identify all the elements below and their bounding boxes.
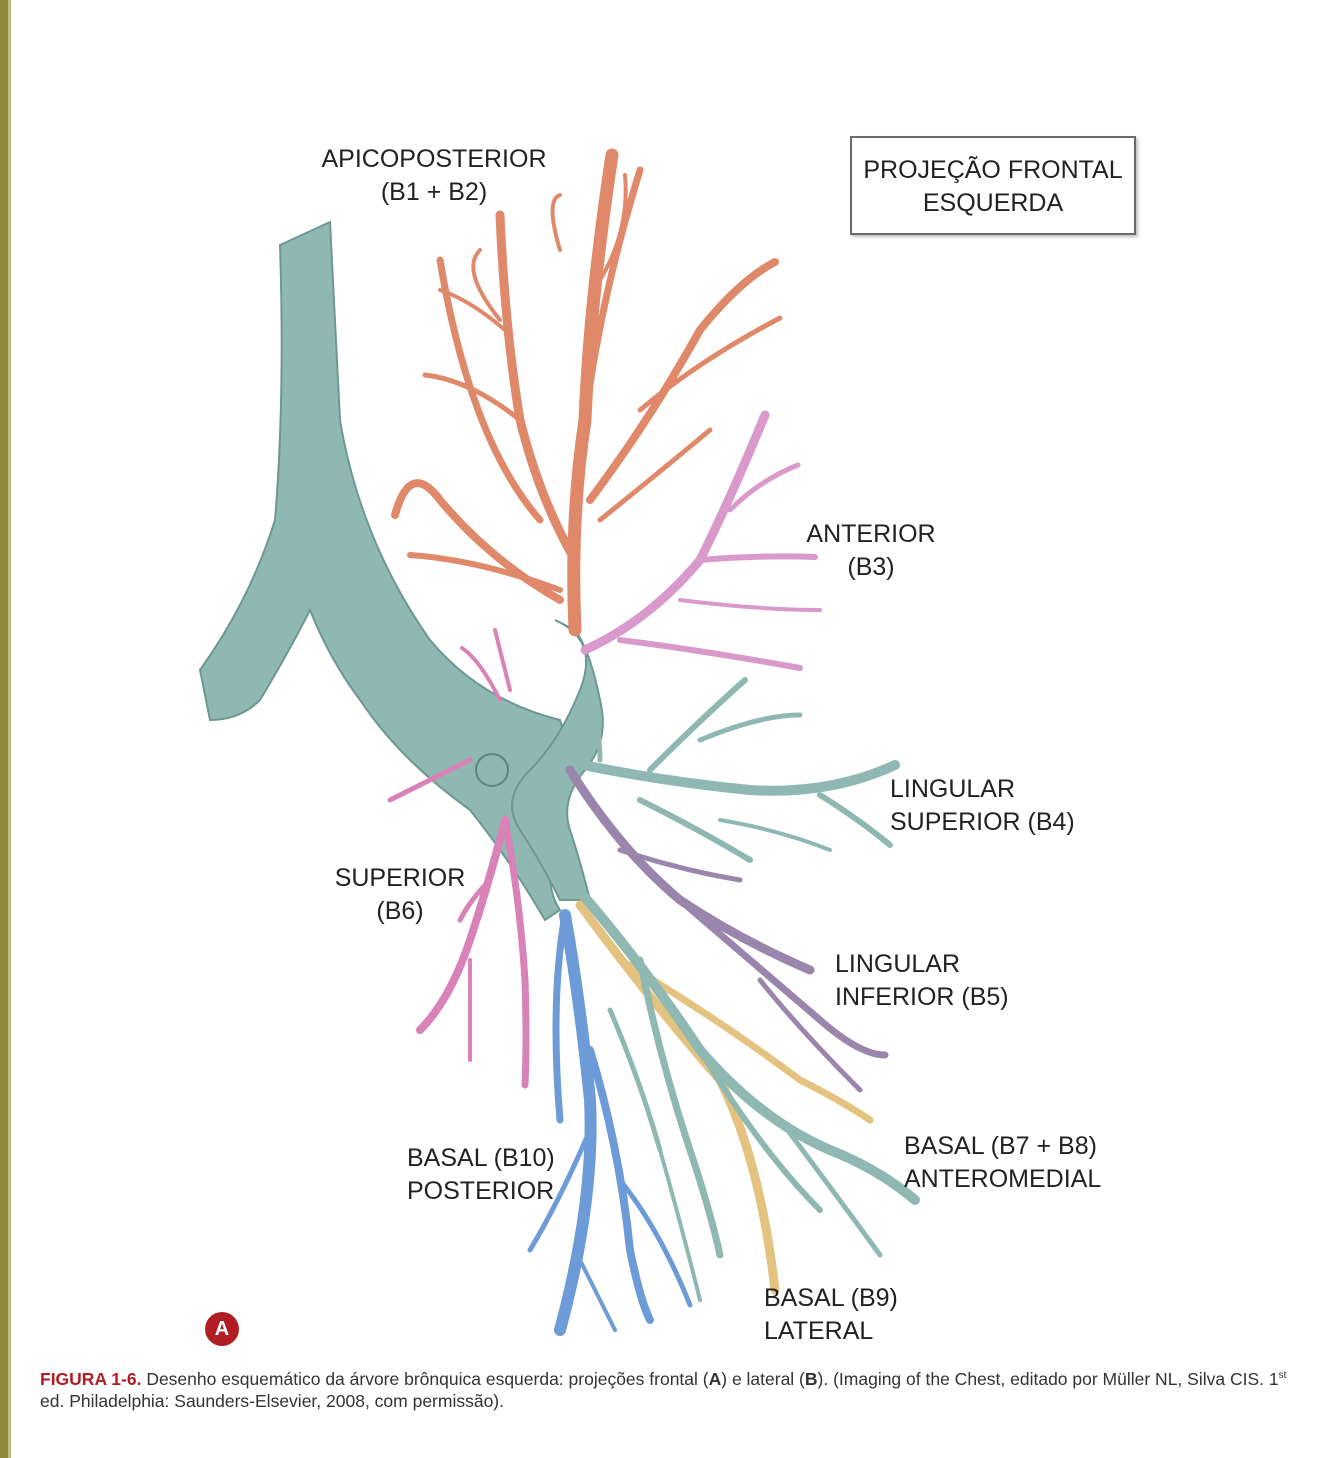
label-anterior-line2: (B3) <box>847 553 895 581</box>
label-basal-lateral: BASAL (B9) LATERAL <box>764 1282 898 1348</box>
label-superior-line1: SUPERIOR <box>334 864 466 892</box>
figure-caption: FIGURA 1-6. Desenho esquemático da árvor… <box>40 1368 1300 1412</box>
projection-title-line2: ESQUERDA <box>922 189 1064 217</box>
page-edge-bar <box>0 0 8 1458</box>
caption-figure-label: FIGURA 1-6. <box>40 1369 142 1389</box>
label-apicoposterior-line1: APICOPOSTERIOR <box>321 145 547 173</box>
caption-text-3: ). (Imaging of the Chest, editado por Mü… <box>817 1369 1279 1389</box>
label-lingular-inferior: LINGULAR INFERIOR (B5) <box>835 948 1009 1014</box>
label-basal-posterior: BASAL (B10) POSTERIOR <box>407 1142 555 1208</box>
label-lingular-superior-line1: LINGULAR <box>890 775 1016 803</box>
branch-superior <box>387 628 530 1089</box>
branch-apicoposterior <box>391 148 783 637</box>
caption-bold-b: B <box>804 1369 818 1389</box>
caption-text-1: Desenho esquemático da árvore brônquica … <box>141 1369 709 1389</box>
branch-anterior <box>580 410 822 671</box>
projection-title-box: PROJEÇÃO FRONTAL ESQUERDA <box>850 136 1136 235</box>
label-basal-lateral-line2: LATERAL <box>764 1317 874 1345</box>
label-lingular-inferior-line2: INFERIOR (B5) <box>835 983 1009 1011</box>
branch-lingular-superior <box>555 677 900 863</box>
caption-superscript: st <box>1278 1370 1287 1382</box>
label-lingular-superior-line2: SUPERIOR (B4) <box>890 808 1075 836</box>
label-apicoposterior-line2: (B1 + B2) <box>380 178 488 206</box>
label-lingular-inferior-line1: LINGULAR <box>835 950 961 978</box>
caption-bold-a: A <box>708 1369 722 1389</box>
branch-basal-lateral <box>565 875 920 1302</box>
page-edge-bar-light <box>8 0 11 1458</box>
label-superior: SUPERIOR (B6) <box>330 862 470 928</box>
caption-text-4: ed. Philadelphia: Saunders-Elsevier, 200… <box>40 1391 504 1411</box>
trachea <box>198 220 604 922</box>
label-basal-anteromedial: BASAL (B7 + B8) ANTEROMEDIAL <box>904 1130 1101 1196</box>
panel-badge-a: A <box>205 1312 239 1346</box>
projection-title-line1: PROJEÇÃO FRONTAL <box>863 156 1123 184</box>
label-basal-posterior-line2: POSTERIOR <box>407 1177 555 1205</box>
label-basal-anteromedial-line1: BASAL (B7 + B8) <box>904 1132 1097 1160</box>
label-anterior: ANTERIOR (B3) <box>800 518 942 584</box>
label-basal-anteromedial-line2: ANTEROMEDIAL <box>904 1165 1102 1193</box>
label-basal-posterior-line1: BASAL (B10) <box>407 1144 555 1172</box>
branch-basal-anteromedial <box>575 900 874 1295</box>
label-lingular-superior: LINGULAR SUPERIOR (B4) <box>890 773 1075 839</box>
branch-lingular-inferior <box>565 765 889 1093</box>
label-basal-lateral-line1: BASAL (B9) <box>764 1284 898 1312</box>
label-anterior-line1: ANTERIOR <box>806 520 936 548</box>
label-apicoposterior: APICOPOSTERIOR (B1 + B2) <box>318 143 550 209</box>
label-superior-line2: (B6) <box>376 897 424 925</box>
branch-basal-posterior <box>527 909 693 1336</box>
caption-text-2: ) e lateral ( <box>721 1369 805 1389</box>
